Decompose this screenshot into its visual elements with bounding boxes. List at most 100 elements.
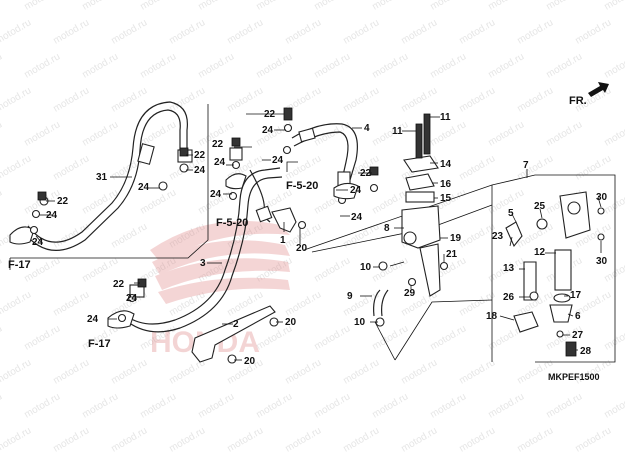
callout-20: 20 xyxy=(296,243,308,254)
watermark-text: motod.ru xyxy=(313,51,353,80)
callout-12: 12 xyxy=(534,247,546,258)
watermark-text: motod.ru xyxy=(313,255,353,284)
watermark-text: motod.ru xyxy=(197,0,237,13)
watermark-text: motod.ru xyxy=(342,357,382,386)
watermark-text: motod.ru xyxy=(545,119,585,148)
callout-11: 11 xyxy=(392,126,403,137)
watermark-text: motod.ru xyxy=(313,0,353,13)
watermark-text: motod.ru xyxy=(371,391,411,420)
watermark-text: motod.ru xyxy=(168,17,208,46)
reservoir-assembly-7 xyxy=(505,191,605,357)
callout-29: 29 xyxy=(404,288,416,299)
brake-hose-31 xyxy=(9,101,193,251)
watermark-text: motod.ru xyxy=(0,425,33,454)
watermark-text: motod.ru xyxy=(284,153,324,182)
watermark-text: motod.ru xyxy=(52,221,92,250)
callout-22: 22 xyxy=(194,150,206,161)
watermark-text: motod.ru xyxy=(458,357,498,386)
ref-f520-left: F-5-20 xyxy=(216,217,248,229)
watermark-text: motod.ru xyxy=(458,425,498,454)
brake-hose-3 xyxy=(107,137,283,333)
watermark-text: motod.ru xyxy=(429,51,469,80)
clamp-1 xyxy=(271,207,307,233)
watermark-text: motod.ru xyxy=(168,85,208,114)
callout-8: 8 xyxy=(384,223,390,234)
callout-24: 24 xyxy=(194,165,206,176)
watermark-text: motod.ru xyxy=(400,85,440,114)
watermark-text: motod.ru xyxy=(371,323,411,352)
watermark-text: motod.ru xyxy=(603,51,625,80)
callout-22: 22 xyxy=(57,196,69,207)
watermark-text: motod.ru xyxy=(458,17,498,46)
watermark-text: motod.ru xyxy=(52,17,92,46)
callout-10: 10 xyxy=(360,262,372,273)
watermark-text: motod.ru xyxy=(139,51,179,80)
watermark-text: motod.ru xyxy=(284,289,324,318)
callout-24: 24 xyxy=(210,189,222,200)
reservoir-hose-9 xyxy=(373,289,389,327)
watermark-text: motod.ru xyxy=(284,17,324,46)
watermark-text: motod.ru xyxy=(400,357,440,386)
watermark-text: motod.ru xyxy=(81,391,121,420)
callout-6: 6 xyxy=(575,311,581,322)
callout-23: 23 xyxy=(492,231,504,242)
watermark-text: motod.ru xyxy=(313,391,353,420)
watermark-text: motod.ru xyxy=(0,119,4,148)
watermark-text: motod.ru xyxy=(0,17,33,46)
watermark-text: motod.ru xyxy=(342,85,382,114)
watermark-text: motod.ru xyxy=(52,425,92,454)
watermark-text: motod.ru xyxy=(574,425,614,454)
watermark-text: motod.ru xyxy=(516,85,556,114)
watermark-text: motod.ru xyxy=(23,119,63,148)
callout-1: 1 xyxy=(280,235,286,246)
callout-21: 21 xyxy=(446,249,458,260)
watermark-text: motod.ru xyxy=(168,425,208,454)
callout-13: 13 xyxy=(503,263,515,274)
watermark-text: motod.ru xyxy=(52,85,92,114)
watermark-text: motod.ru xyxy=(342,425,382,454)
callout-20: 20 xyxy=(244,356,256,367)
callout-10: 10 xyxy=(354,317,366,328)
watermark-text: motod.ru xyxy=(313,323,353,352)
watermark-text: motod.ru xyxy=(603,119,625,148)
watermark-text: motod.ru xyxy=(371,119,411,148)
ref-f520-center: F-5-20 xyxy=(286,180,318,192)
watermark-text: motod.ru xyxy=(0,0,4,13)
callout-24: 24 xyxy=(262,125,274,136)
watermark-text: motod.ru xyxy=(23,51,63,80)
watermark-text: motod.ru xyxy=(545,391,585,420)
watermark-text: motod.ru xyxy=(23,391,63,420)
watermark-text: motod.ru xyxy=(371,51,411,80)
watermark-text: motod.ru xyxy=(52,289,92,318)
callout-26: 26 xyxy=(503,292,515,303)
callout-28: 28 xyxy=(580,346,592,357)
watermark-text: motod.ru xyxy=(226,425,266,454)
callout-25: 25 xyxy=(534,201,546,212)
watermark-text: motod.ru xyxy=(487,119,527,148)
callout-3: 3 xyxy=(200,258,206,269)
watermark-text: motod.ru xyxy=(0,153,33,182)
section-lines xyxy=(9,104,616,363)
watermark-text: motod.ru xyxy=(23,0,63,13)
watermark-text: motod.ru xyxy=(458,85,498,114)
watermark-text: motod.ru xyxy=(139,0,179,13)
callout-14: 14 xyxy=(440,159,452,170)
callout-20: 20 xyxy=(285,317,297,328)
watermark-text: motod.ru xyxy=(400,17,440,46)
arrow-icon xyxy=(588,82,609,97)
brake-hose-4 xyxy=(282,107,379,205)
watermark-text: motod.ru xyxy=(516,425,556,454)
callout-27: 27 xyxy=(572,330,584,341)
watermark-text: motod.ru xyxy=(81,0,121,13)
watermark-text: motod.ru xyxy=(0,255,4,284)
callout-22: 22 xyxy=(212,139,224,150)
master-cylinder xyxy=(378,113,449,297)
watermark-text: motod.ru xyxy=(603,0,625,13)
watermark-text: motod.ru xyxy=(0,289,33,318)
callout-24: 24 xyxy=(46,210,58,221)
watermark-text: motod.ru xyxy=(226,85,266,114)
watermark-text: motod.ru xyxy=(284,425,324,454)
watermark-text: motod.ru xyxy=(226,17,266,46)
callout-16: 16 xyxy=(440,179,452,190)
callout-31: 31 xyxy=(96,172,108,183)
